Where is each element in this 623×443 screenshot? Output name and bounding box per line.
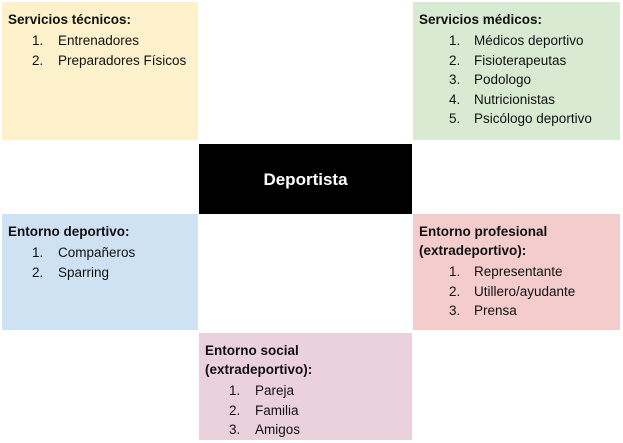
entorno-profesional-box: Entorno profesional (extradeportivo): 1.… [413,214,620,330]
deportista-label: Deportista [263,170,348,189]
list-item: 1.Médicos deportivo [449,33,584,48]
servicios-tecnicos-list: 1.Entrenadores 2.Preparadores Físicos [8,31,192,70]
list-item: 4.Nutricionistas [449,91,556,107]
entorno-deportivo-box: Entorno deportivo: 1.Compañeros 2.Sparri… [2,214,198,330]
list-item: 2.Familia [229,402,299,418]
list-item: 1.Compañeros [32,245,136,260]
list-item: 2.Preparadores Físicos [32,52,187,68]
servicios-medicos-title: Servicios médicos: [419,12,543,27]
list-item: 3.Podologo [449,72,532,87]
servicios-medicos-list: 1.Médicos deportivo 2.Fisioterapeutas 3.… [419,31,614,129]
list-item: 2.Sparring [32,264,110,280]
servicios-tecnicos-title: Servicios técnicos: [8,12,132,27]
list-item: 1.Entrenadores [32,33,140,48]
entorno-deportivo-title: Entorno deportivo: [8,224,130,239]
entorno-deportivo-list: 1.Compañeros 2.Sparring [8,243,192,282]
list-item: 2.Fisioterapeutas [449,52,567,68]
list-item: 1.Representante [449,264,563,279]
entorno-social-title: Entorno social (extradeportivo): [205,343,313,377]
list-item: 1.Pareja [229,383,295,398]
entorno-profesional-list: 1.Representante 2.Utillero/ayudante 3.Pr… [419,262,614,321]
list-item: 3.Amigos [229,422,301,437]
deportista-center-box: Deportista [199,144,412,214]
list-item: 5.Psicólogo deportivo [449,111,592,126]
list-item: 2.Utillero/ayudante [449,283,576,299]
entorno-profesional-title: Entorno profesional (extradeportivo): [419,224,548,258]
servicios-medicos-box: Servicios médicos: 1.Médicos deportivo 2… [413,2,620,140]
servicios-tecnicos-box: Servicios técnicos: 1.Entrenadores 2.Pre… [2,2,198,140]
entorno-social-box: Entorno social (extradeportivo): 1.Parej… [199,333,412,440]
list-item: 3.Prensa [449,303,517,318]
entorno-social-list: 1.Pareja 2.Familia 3.Amigos [205,381,406,440]
